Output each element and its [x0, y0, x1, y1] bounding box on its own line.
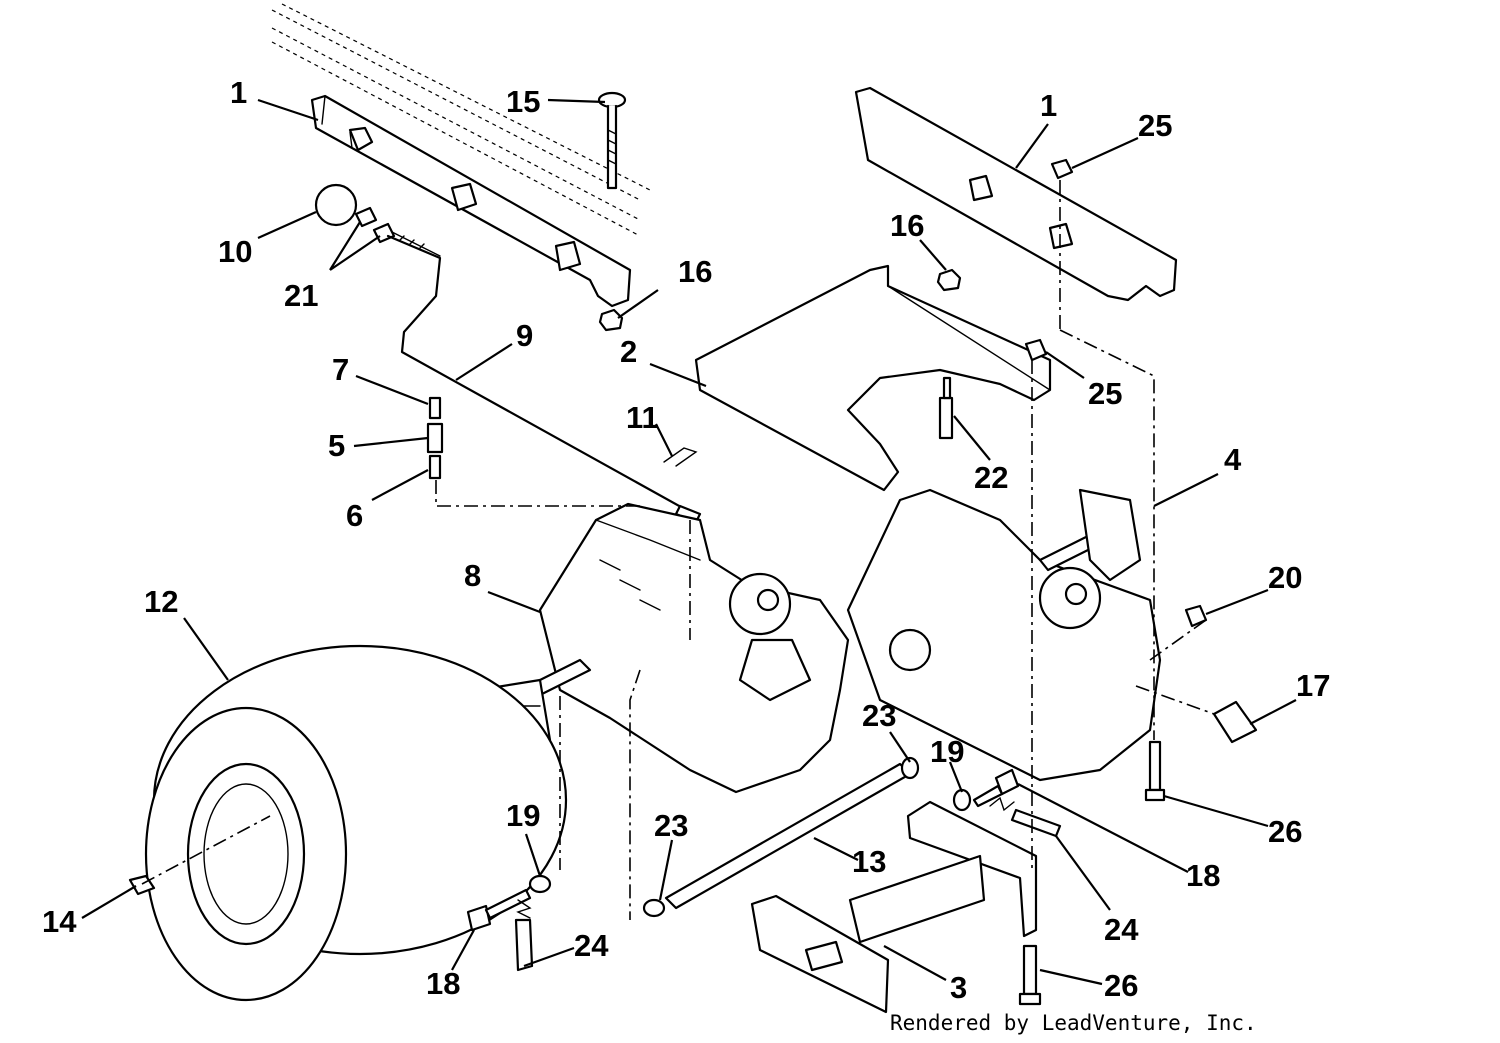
callout-1-left: 1: [230, 75, 247, 110]
washer-right: [900, 756, 920, 780]
seat-rail-right: [854, 86, 1178, 302]
callout-2: 2: [620, 334, 637, 369]
hex-nut-top: [1050, 158, 1074, 180]
hitch-bracket: [750, 800, 1038, 1014]
callout-19-right: 19: [930, 734, 964, 769]
callout-3: 3: [950, 970, 967, 1005]
callout-16-right: 16: [890, 208, 924, 243]
seat-rail-left: [310, 94, 632, 308]
render-credit: Rendered by LeadVenture, Inc.: [890, 1011, 1257, 1035]
transaxle-right: [846, 488, 1162, 782]
bolt-18-right: [972, 768, 1020, 808]
callout-19-left: 19: [506, 798, 540, 833]
cross-rod: [664, 762, 912, 910]
washer-19-right: [952, 788, 972, 812]
callout-21: 21: [284, 278, 318, 313]
bushing: [1212, 700, 1258, 744]
callout-8: 8: [464, 558, 481, 593]
callout-11: 11: [626, 400, 659, 435]
callout-23-right: 23: [862, 698, 896, 733]
callout-18-right: 18: [1186, 858, 1220, 893]
mounting-plate: [694, 264, 1052, 492]
callout-20: 20: [1268, 560, 1302, 595]
callout-4: 4: [1224, 442, 1242, 477]
bolt-18-left: [466, 888, 532, 932]
callout-7: 7: [332, 352, 349, 387]
callout-24-left: 24: [574, 928, 609, 963]
callout-23-left: 23: [654, 808, 688, 843]
callout-26-right: 26: [1268, 814, 1302, 849]
callout-12: 12: [144, 584, 178, 619]
shift-knob: [314, 183, 358, 227]
hex-nut-bracket: [1184, 604, 1208, 628]
washer-left: [642, 898, 666, 918]
hex-nut-plate: [1024, 338, 1048, 362]
callout-1-right: 1: [1040, 88, 1057, 123]
bolt-26-bottom: [1018, 944, 1042, 1006]
alignment-lines: [141, 180, 1215, 920]
callout-labels: 1 15 10 21 16 9 7 5 6 2 11 8 12 14 1 25 …: [42, 75, 1330, 1005]
callout-6: 6: [346, 498, 363, 533]
spring-24-right: [989, 796, 1062, 838]
callout-13: 13: [852, 844, 886, 879]
bolt-26-right: [1144, 740, 1166, 802]
drive-pin: [938, 376, 954, 440]
callout-17: 17: [1296, 668, 1330, 703]
callout-18-left: 18: [426, 966, 460, 1001]
hex-nut-left: [598, 308, 624, 332]
hairpin-clip: [663, 447, 698, 467]
carriage-bolt: [597, 91, 627, 190]
callout-25-plate: 25: [1088, 376, 1122, 411]
callout-5: 5: [328, 428, 345, 463]
callout-25-top: 25: [1138, 108, 1172, 143]
callout-14: 14: [42, 904, 77, 939]
callout-24-right: 24: [1104, 912, 1139, 947]
spring-and-pin: [426, 396, 444, 480]
rear-tire: [144, 644, 568, 1002]
spring-24-left: [514, 899, 534, 972]
callout-10: 10: [218, 234, 252, 269]
callout-22: 22: [974, 460, 1008, 495]
hex-nut-right: [936, 268, 962, 292]
washer-19-left: [528, 874, 552, 894]
callout-9: 9: [516, 318, 533, 353]
callout-16-left: 16: [678, 254, 712, 289]
callout-26-bottom: 26: [1104, 968, 1138, 1003]
transaxle-left: [538, 502, 850, 794]
axle-hub-right: [1038, 488, 1142, 582]
leader-lines: [81, 98, 1297, 986]
callout-15: 15: [506, 84, 540, 119]
